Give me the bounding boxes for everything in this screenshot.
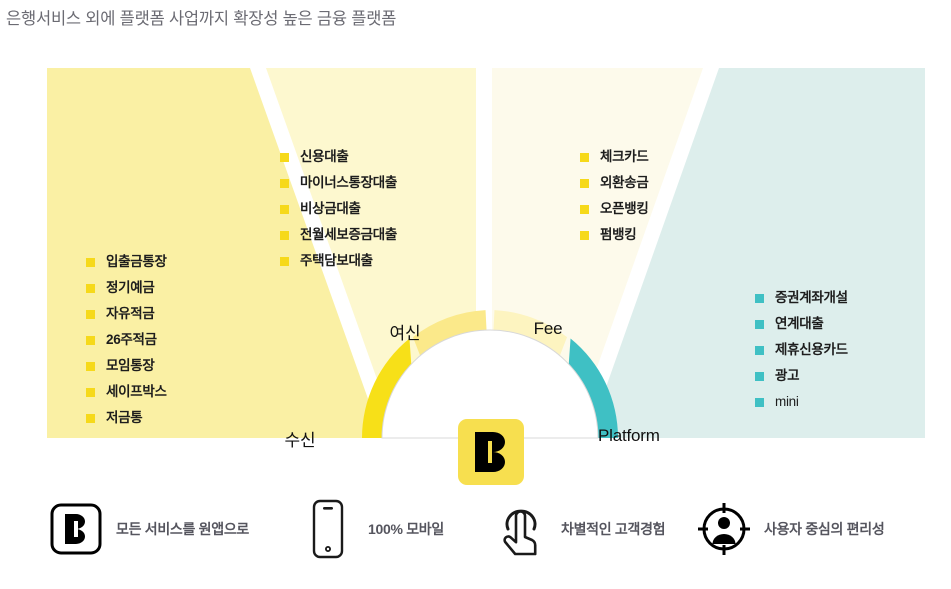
center-semicircle (381, 329, 599, 439)
bullet-icon (580, 152, 589, 162)
tap-hand-icon (489, 497, 553, 561)
list-item: 정기예금 (86, 280, 167, 296)
arc-label-loan: 여신 (389, 324, 421, 343)
list-item-label: 증권계좌개설 (775, 290, 848, 305)
diagram-background (47, 68, 925, 439)
list-item: 펌뱅킹 (580, 227, 648, 243)
list-item: 저금통 (86, 410, 167, 426)
kakaobank-logo (458, 419, 524, 485)
bullet-icon (86, 387, 95, 397)
list-item: 주택담보대출 (280, 253, 397, 269)
bullet-icon (755, 293, 764, 303)
list-item: 모임통장 (86, 358, 167, 374)
list-item: 전월세보증금대출 (280, 227, 397, 243)
list-item: 연계대출 (755, 316, 848, 332)
list-item-label: 제휴신용카드 (775, 342, 848, 357)
list-item: 제휴신용카드 (755, 342, 848, 358)
segment-list-loan: 신용대출 마이너스통장대출 비상금대출 전월세보증금대출 주택담보대출 (280, 149, 397, 279)
segment-diagram: 입출금통장 정기예금 자유적금 26주적금 모임통장 세이프박스 저금통 (0, 60, 951, 485)
segment-list-fee: 체크카드 외환송금 오픈뱅킹 펌뱅킹 (580, 149, 649, 253)
list-item-label: 전월세보증금대출 (300, 227, 397, 242)
segment-list-deposit: 입출금통장 정기예금 자유적금 26주적금 모임통장 세이프박스 저금통 (86, 254, 167, 436)
list-item-label: 마이너스통장대출 (300, 175, 397, 190)
feature-item-experience: 차별적인 고객경험 (489, 494, 666, 564)
segment-list-platform: 증권계좌개설 연계대출 제휴신용카드 광고 mini (755, 290, 848, 420)
bullet-icon (86, 335, 95, 345)
list-item-label: 정기예금 (106, 280, 155, 295)
list-item: 신용대출 (280, 149, 397, 165)
list-item-label: 입출금통장 (106, 254, 167, 269)
list-item: 자유적금 (86, 306, 167, 322)
list-item: mini (755, 394, 848, 410)
list-item: 오픈뱅킹 (580, 201, 649, 217)
list-item-label: 오픈뱅킹 (600, 201, 649, 216)
bullet-icon (580, 204, 589, 214)
panel-deposit-bg-body (47, 68, 382, 438)
feature-label: 차별적인 고객경험 (561, 521, 666, 537)
arc-label-deposit: 수신 (284, 431, 316, 450)
list-item-label: 26주적금 (106, 332, 157, 347)
feature-label: 모든 서비스를 원앱으로 (116, 521, 249, 537)
feature-row: 모든 서비스를 원앱으로 100% 모바일 차별적인 고객경험 (0, 482, 951, 582)
list-item-label: 연계대출 (775, 316, 824, 331)
bullet-icon (86, 361, 95, 371)
list-item-label: 주택담보대출 (300, 253, 373, 268)
bullet-icon (755, 319, 764, 329)
bullet-icon (580, 230, 589, 240)
feature-label: 100% 모바일 (368, 521, 444, 537)
list-item-label: 세이프박스 (106, 384, 167, 399)
mobile-phone-icon (296, 497, 360, 561)
arc-label-platform: Platform (598, 426, 660, 445)
bullet-icon (280, 204, 289, 214)
panel-platform-bg (588, 68, 925, 438)
list-item-label: 저금통 (106, 410, 143, 425)
bullet-icon (86, 257, 95, 267)
list-item: 외환송금 (580, 175, 649, 191)
list-item-label: 모임통장 (106, 358, 155, 373)
arc-label-fee: Fee (533, 319, 563, 338)
list-item-label: 신용대출 (300, 149, 349, 164)
user-target-icon (692, 497, 756, 561)
bullet-icon (280, 152, 289, 162)
feature-item-one-app: 모든 서비스를 원앱으로 (44, 494, 249, 564)
list-item-label: 자유적금 (106, 306, 155, 321)
list-item-label: 비상금대출 (300, 201, 361, 216)
bullet-icon (755, 397, 764, 407)
list-item: 26주적금 (86, 332, 167, 348)
list-item-label: 외환송금 (600, 175, 649, 190)
bullet-icon (755, 345, 764, 355)
kakaobank-b-icon (475, 432, 505, 472)
list-item: 체크카드 (580, 149, 649, 165)
list-item: 세이프박스 (86, 384, 167, 400)
list-item: 증권계좌개설 (755, 290, 848, 306)
list-item-label: mini (775, 394, 799, 409)
bullet-icon (280, 178, 289, 188)
bullet-icon (86, 413, 95, 423)
bullet-icon (86, 309, 95, 319)
list-item: 비상금대출 (280, 201, 397, 217)
list-item: 입출금통장 (86, 254, 167, 270)
kakaobank-b-logo-icon (44, 497, 108, 561)
list-item: 마이너스통장대출 (280, 175, 397, 191)
list-item-label: 체크카드 (600, 149, 649, 164)
bullet-icon (280, 230, 289, 240)
feature-item-mobile: 100% 모바일 (296, 494, 444, 564)
list-item: 광고 (755, 368, 848, 384)
feature-item-user-centric: 사용자 중심의 편리성 (692, 494, 885, 564)
bullet-icon (86, 283, 95, 293)
page-title: 은행서비스 외에 플랫폼 사업까지 확장성 높은 금융 플랫폼 (6, 10, 397, 28)
list-item-label: 펌뱅킹 (600, 227, 637, 242)
feature-label: 사용자 중심의 편리성 (764, 521, 885, 537)
list-item-label: 광고 (775, 368, 800, 383)
bullet-icon (580, 178, 589, 188)
bullet-icon (280, 256, 289, 266)
bullet-icon (755, 371, 764, 381)
